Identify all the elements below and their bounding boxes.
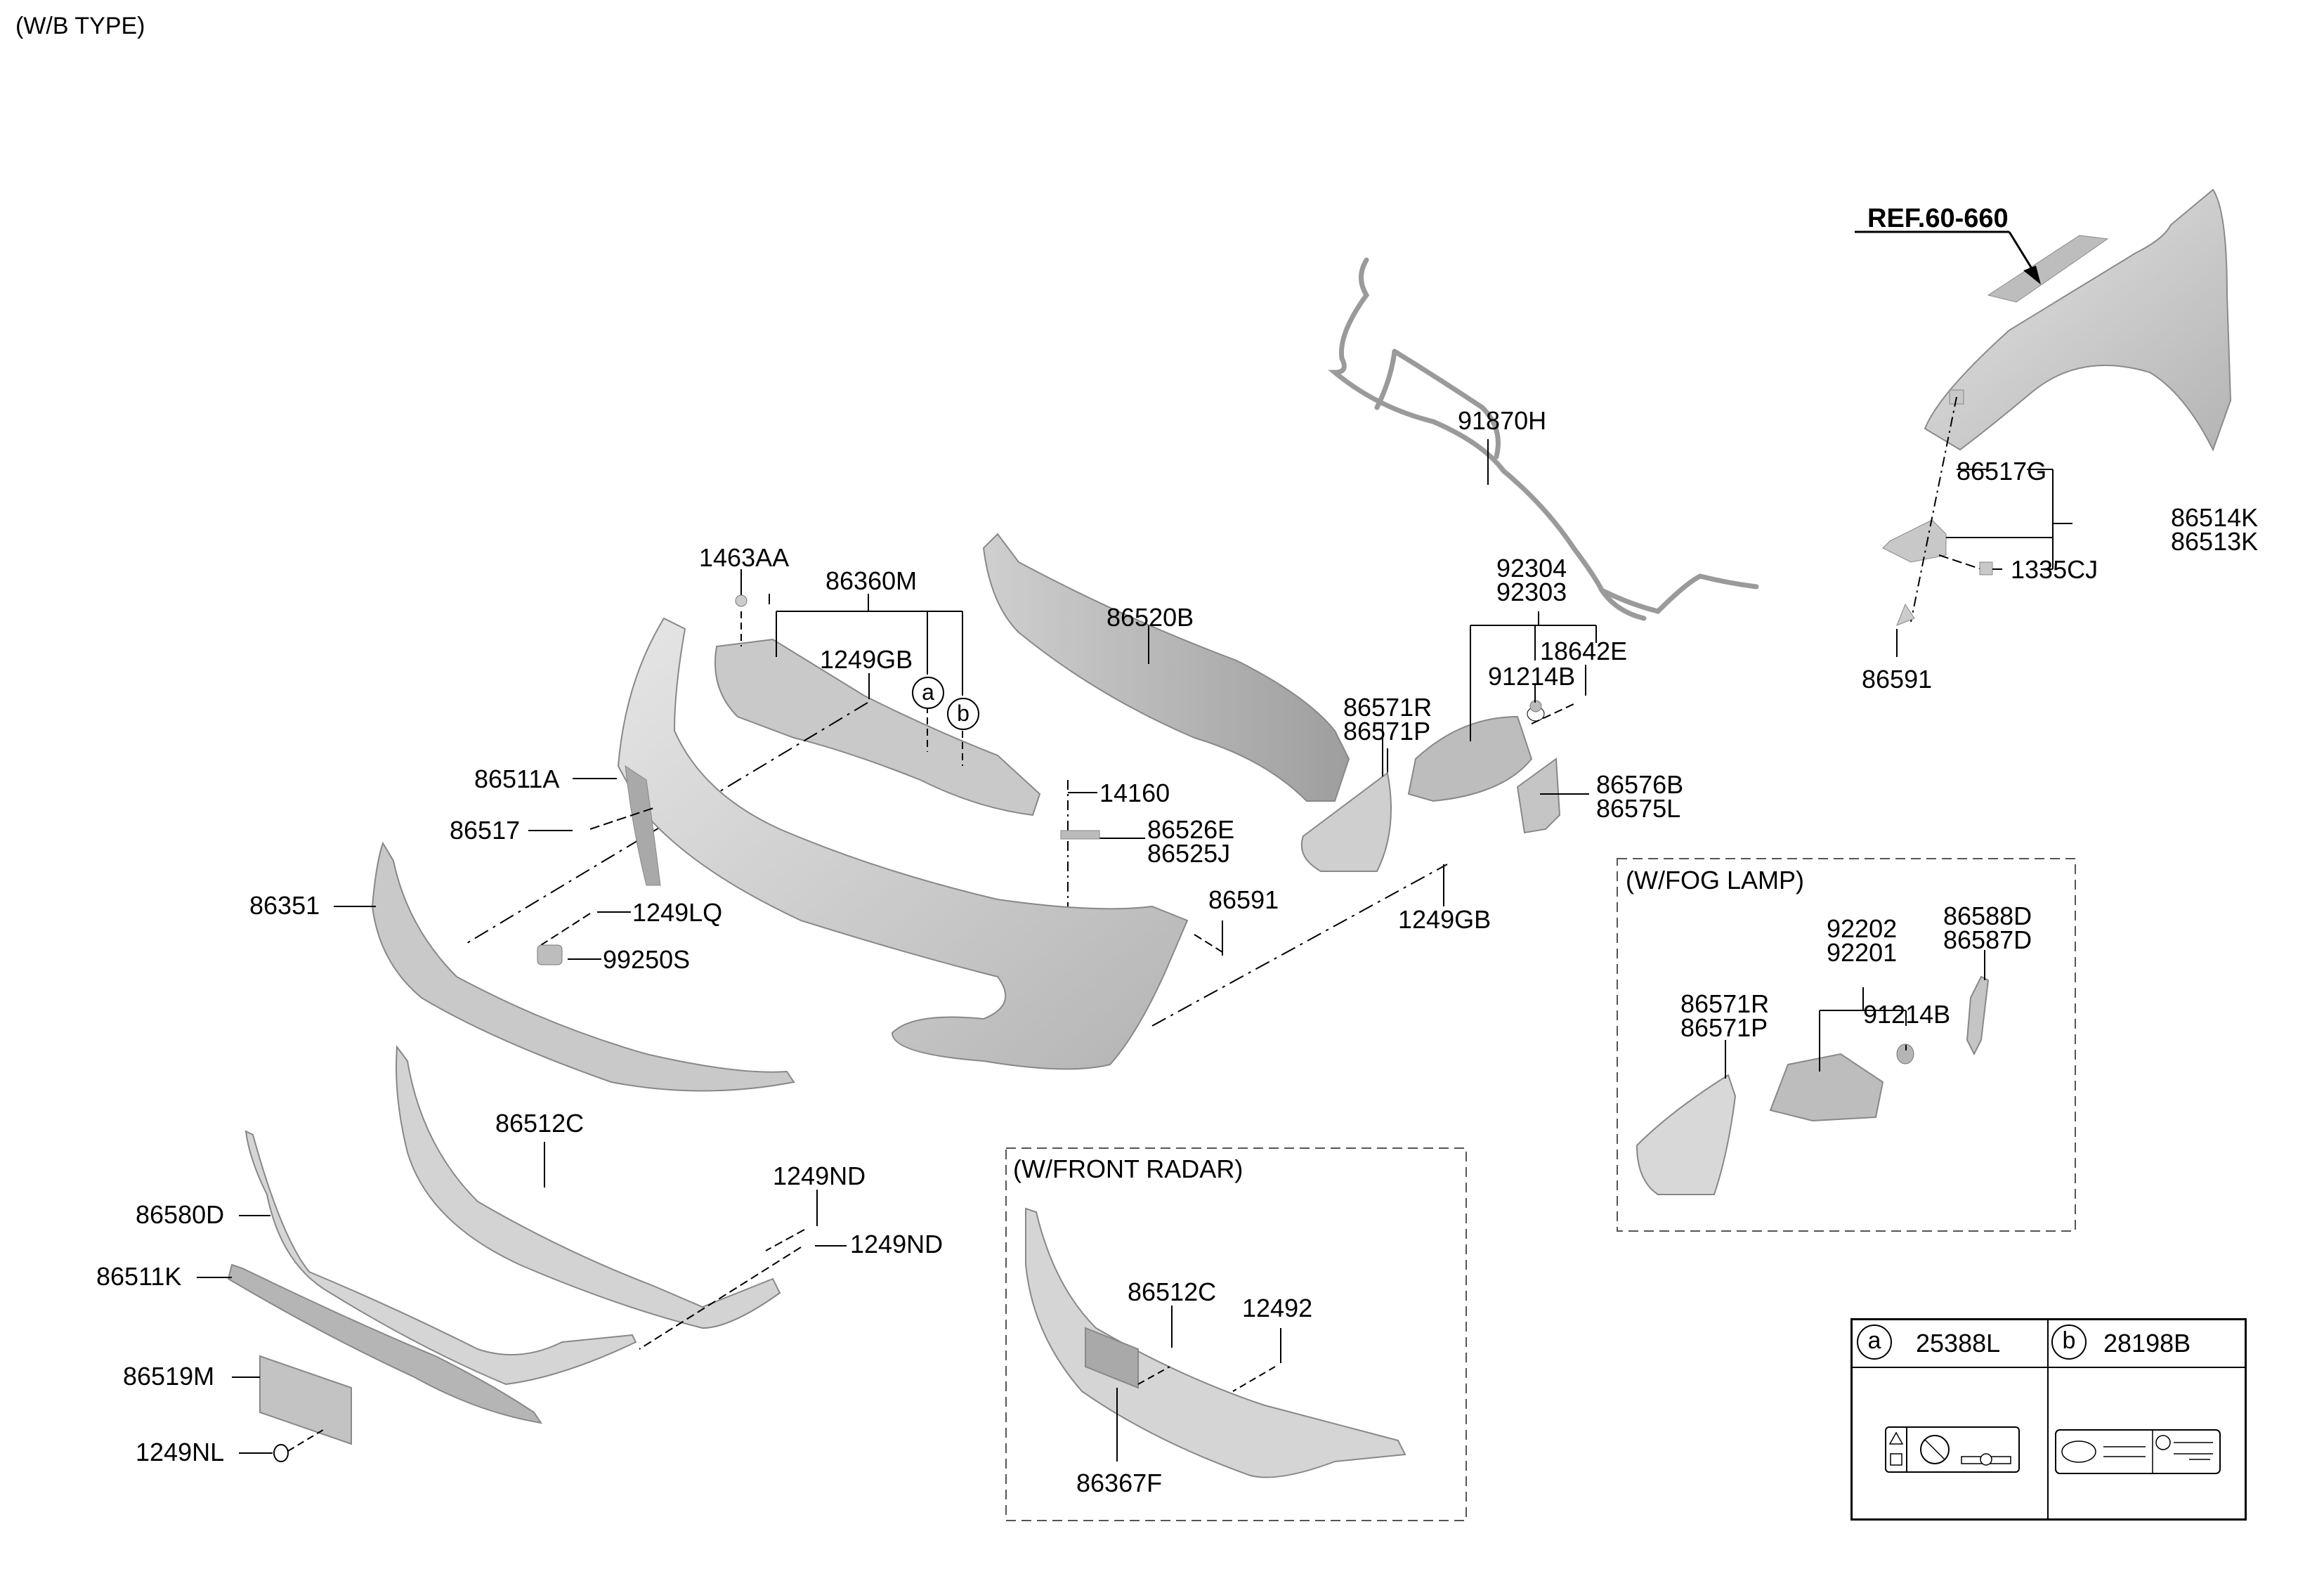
part-label-91214B[interactable]: 91214B bbox=[1488, 662, 1576, 691]
part-label-1463AA[interactable]: 1463AA bbox=[699, 543, 790, 572]
part-label-86525J[interactable]: 86525J bbox=[1147, 839, 1231, 868]
callout-b[interactable]: b bbox=[947, 698, 979, 730]
fog-part-label-92202[interactable]: 92202 bbox=[1827, 914, 1898, 943]
part-label-86520B[interactable]: 86520B bbox=[1106, 603, 1194, 632]
part-label-86360M[interactable]: 86360M bbox=[825, 566, 918, 595]
ref-label[interactable]: REF.60-660 bbox=[1867, 204, 2009, 233]
front-radar-title: (W/FRONT RADAR) bbox=[1013, 1154, 1243, 1183]
leaders-radar bbox=[1116, 1306, 1281, 1462]
leaders-fog bbox=[1725, 950, 1985, 1079]
legend-header-row bbox=[1853, 1320, 2245, 1368]
lower-grille-part bbox=[396, 1045, 781, 1329]
part-label-86511A[interactable]: 86511A bbox=[474, 764, 560, 793]
part-label-91870H[interactable]: 91870H bbox=[1458, 406, 1547, 435]
diagram-header: (W/B TYPE) bbox=[15, 13, 145, 39]
warning-label-icon bbox=[1885, 1426, 2020, 1473]
fender-part bbox=[1924, 188, 2232, 452]
part-label-86513K[interactable]: 86513K bbox=[2171, 527, 2259, 556]
upper-cover-part bbox=[714, 638, 1041, 816]
legend-cell-a: a 25388L bbox=[1853, 1320, 2049, 1518]
part-label-14160[interactable]: 14160 bbox=[1099, 779, 1170, 807]
part-label-1249GB-mid[interactable]: 1249GB bbox=[1398, 905, 1491, 934]
part-label-86576B[interactable]: 86576B bbox=[1596, 770, 1684, 799]
leaders-86360M bbox=[463, 569, 963, 946]
part-label-99250S[interactable]: 99250S bbox=[603, 945, 691, 974]
label-legend-table: a 25388L b 28198B bbox=[1850, 1318, 2247, 1521]
fog-lamp-part bbox=[1636, 975, 1990, 1195]
part-label-86512C[interactable]: 86512C bbox=[495, 1109, 585, 1138]
part-label-1249ND-a[interactable]: 1249ND bbox=[773, 1161, 866, 1190]
part-label-86351[interactable]: 86351 bbox=[249, 891, 320, 920]
part-label-1249ND-b[interactable]: 1249ND bbox=[850, 1230, 944, 1258]
part-label-86517[interactable]: 86517 bbox=[450, 816, 521, 845]
callout-a[interactable]: a bbox=[912, 677, 944, 709]
part-label-1335CJ[interactable]: 1335CJ bbox=[2011, 555, 2098, 584]
fog-part-label-86588D[interactable]: 86588D bbox=[1943, 902, 2032, 930]
fog-part-label-86571P[interactable]: 86571P bbox=[1680, 1013, 1768, 1042]
fender-bracket bbox=[1882, 389, 2072, 657]
lamp-assembly bbox=[1300, 700, 1561, 872]
camera-99250S bbox=[537, 944, 563, 965]
part-label-86580D[interactable]: 86580D bbox=[136, 1200, 225, 1229]
clip-1463AA bbox=[735, 594, 748, 607]
part-label-86526E[interactable]: 86526E bbox=[1147, 815, 1235, 844]
radar-grille-part bbox=[1025, 1207, 1406, 1478]
fog-part-label-91214B[interactable]: 91214B bbox=[1863, 1000, 1951, 1029]
radar-part-label-86367F[interactable]: 86367F bbox=[1076, 1469, 1163, 1497]
part-label-86571P[interactable]: 86571P bbox=[1343, 717, 1431, 746]
info-label-icon bbox=[2055, 1429, 2221, 1474]
part-label-86514K[interactable]: 86514K bbox=[2171, 503, 2259, 532]
lower-trim-parts bbox=[227, 1130, 637, 1462]
fog-part-label-86571R[interactable]: 86571R bbox=[1680, 989, 1770, 1018]
part-label-86591-mid[interactable]: 86591 bbox=[1208, 885, 1279, 914]
part-label-86517G[interactable]: 86517G bbox=[1957, 457, 2047, 486]
legend-callout-a: a bbox=[1857, 1325, 1892, 1360]
part-label-92304[interactable]: 92304 bbox=[1496, 554, 1567, 583]
bracket-86526E bbox=[1060, 830, 1100, 840]
leaders-lower bbox=[544, 1142, 847, 1350]
part-label-92303[interactable]: 92303 bbox=[1496, 578, 1567, 606]
part-label-1249LQ[interactable]: 1249LQ bbox=[632, 898, 723, 927]
part-label-86571R[interactable]: 86571R bbox=[1343, 693, 1432, 722]
leaders-lamp bbox=[1382, 611, 1597, 795]
bumper-absorber-part bbox=[982, 533, 1350, 802]
legend-part-25388L[interactable]: 25388L bbox=[1916, 1329, 2001, 1358]
leaders-mid bbox=[528, 748, 1448, 1027]
part-label-86519M[interactable]: 86519M bbox=[123, 1362, 215, 1391]
ref-arrow bbox=[1855, 230, 2041, 285]
part-label-1249NL[interactable]: 1249NL bbox=[136, 1438, 225, 1466]
fog-part-label-92201[interactable]: 92201 bbox=[1827, 938, 1898, 967]
part-label-86511K[interactable]: 86511K bbox=[96, 1262, 182, 1291]
radiator-grille-part bbox=[371, 841, 795, 1092]
legend-callout-b: b bbox=[2051, 1325, 2087, 1360]
legend-part-28198B[interactable]: 28198B bbox=[2103, 1329, 2191, 1358]
legend-cell-b: b 28198B bbox=[2047, 1320, 2243, 1518]
fog-lamp-box bbox=[1617, 858, 2076, 1232]
leaders-camera bbox=[540, 911, 631, 960]
radar-part-label-86512C[interactable]: 86512C bbox=[1128, 1277, 1217, 1306]
radar-part-label-12492[interactable]: 12492 bbox=[1242, 1294, 1313, 1322]
wiring-harness-part bbox=[1328, 257, 1759, 621]
part-label-18642E[interactable]: 18642E bbox=[1540, 637, 1628, 665]
part-label-86575L[interactable]: 86575L bbox=[1596, 794, 1681, 823]
part-label-86591-right[interactable]: 86591 bbox=[1862, 665, 1933, 694]
bumper-cover-part bbox=[617, 617, 1189, 1070]
fog-lamp-title: (W/FOG LAMP) bbox=[1626, 866, 1804, 894]
fog-part-label-86587D[interactable]: 86587D bbox=[1943, 925, 2032, 954]
part-label-1249GB-top[interactable]: 1249GB bbox=[820, 645, 913, 674]
leaders-lower-left bbox=[197, 1215, 324, 1454]
